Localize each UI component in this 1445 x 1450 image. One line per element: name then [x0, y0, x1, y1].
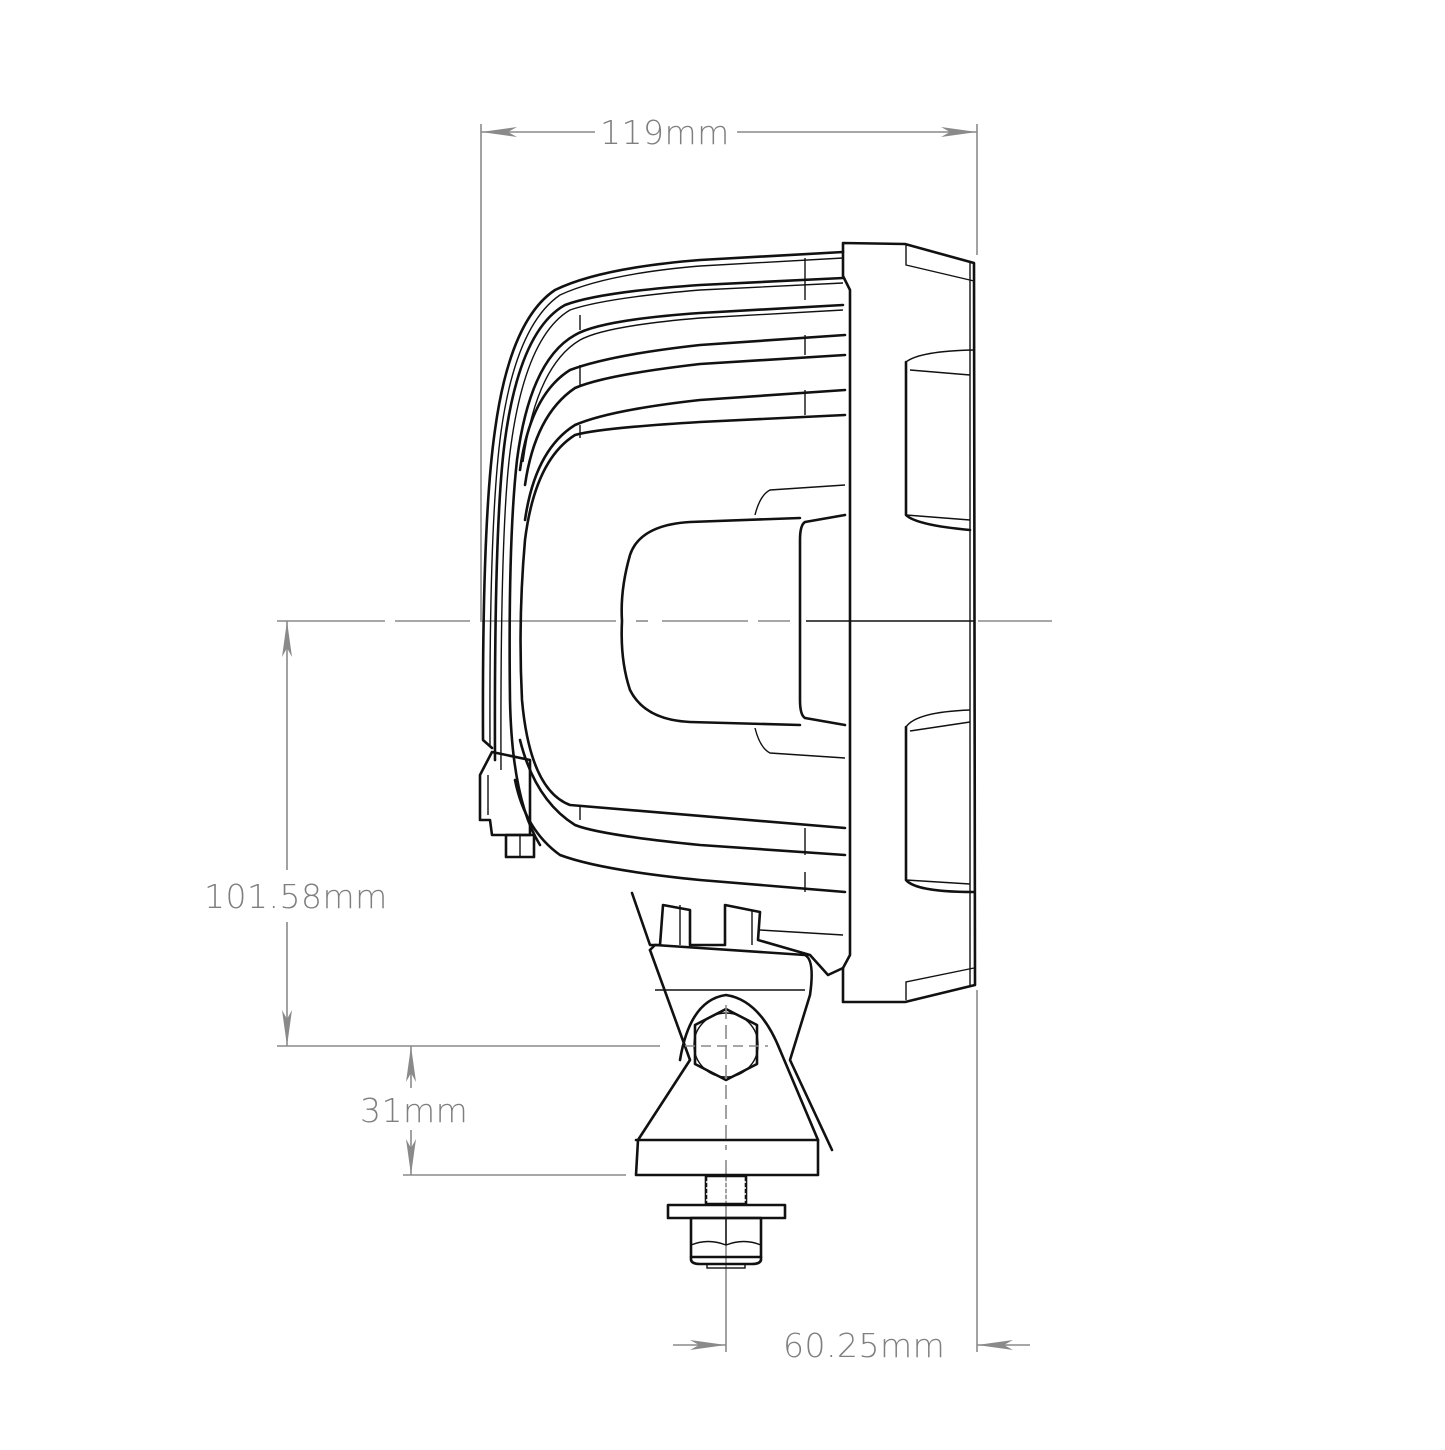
label-101-58mm: 101.58mm [204, 877, 388, 916]
label-31mm: 31mm [360, 1091, 469, 1130]
mount-bracket [630, 891, 845, 1177]
dimension-119mm [480, 124, 978, 620]
label-60-25mm: 60.25mm [783, 1326, 946, 1365]
lamp-housing [478, 241, 977, 1004]
label-119mm: 119mm [600, 113, 730, 152]
dimension-101-58mm [277, 621, 660, 1047]
mounting-stud [666, 1174, 787, 1269]
dimension-31mm [403, 1046, 626, 1176]
dimension-60-25mm [673, 990, 1030, 1352]
